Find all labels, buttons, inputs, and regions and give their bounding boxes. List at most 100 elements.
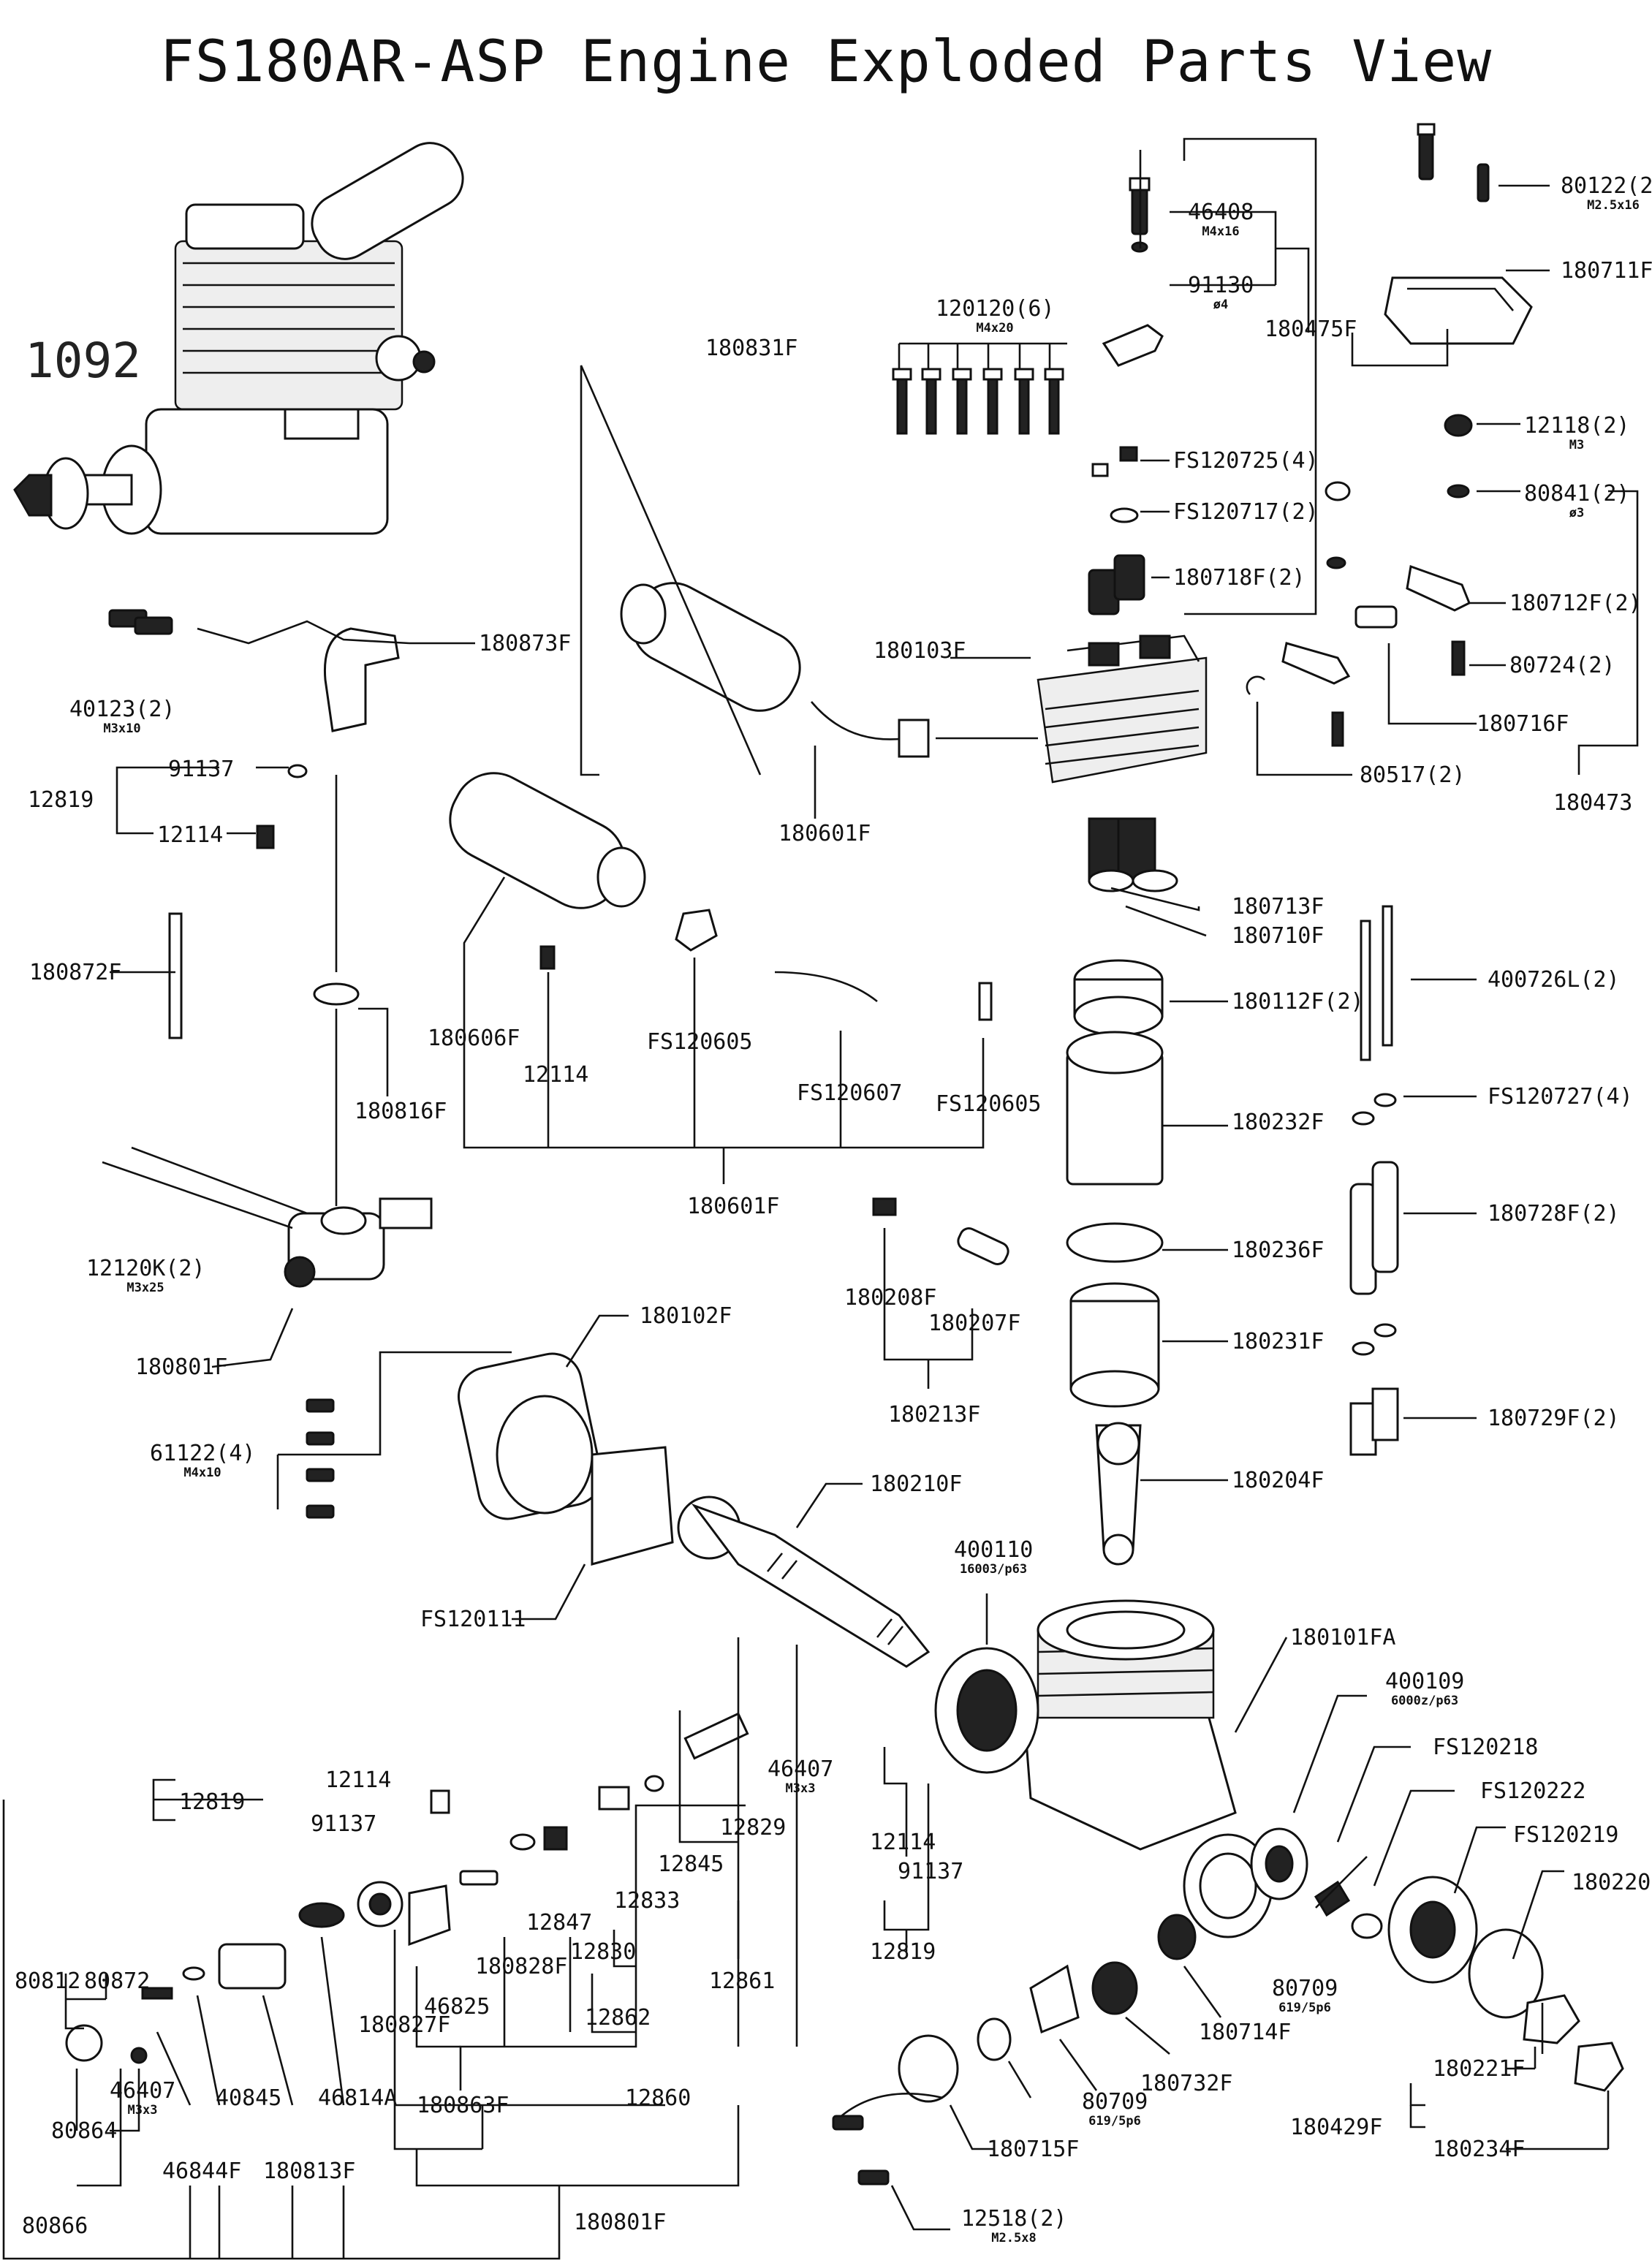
part-label-46814a: 46814A [318, 2085, 397, 2111]
part-label-12114b: 12114 [523, 1062, 588, 1088]
part-label-46844f: 46844F [162, 2158, 241, 2184]
part-label-40123: 40123(2) [69, 697, 175, 722]
part-label-180231f: 180231F [1232, 1329, 1324, 1354]
part-label-180101fa: 180101FA [1290, 1625, 1396, 1650]
part-label-fs120111: FS120111 [420, 1607, 526, 1632]
part-label-46407b: 46407 [110, 2078, 175, 2104]
part-spec-80709a: 619/5p6 [1278, 2001, 1331, 2015]
part-spec-12118: M3 [1569, 438, 1584, 452]
part-label-12120k: 12120K(2) [86, 1256, 205, 1281]
part-label-180831f: 180831F [705, 336, 797, 361]
part-label-180601fa: 180601F [778, 821, 871, 846]
part-label-180813f: 180813F [263, 2158, 355, 2184]
part-label-180213f: 180213F [888, 1402, 980, 1428]
part-label-61122: 61122(4) [150, 1441, 256, 1466]
part-label-180828f: 180828F [475, 1954, 567, 1979]
model-number: 1092 [25, 333, 141, 389]
part-label-fs120222: FS120222 [1480, 1778, 1586, 1804]
part-spec-400110: 16003/p63 [960, 1562, 1027, 1577]
part-label-180606f: 180606F [428, 1026, 520, 1051]
engine-illustration [13, 142, 464, 535]
part-label-180236f: 180236F [1232, 1237, 1324, 1263]
part-label-80709b: 80709 [1082, 2089, 1148, 2115]
part-label-180208f: 180208F [844, 1285, 936, 1311]
part-label-400726l: 400726L(2) [1488, 967, 1620, 993]
part-label-12518: 12518(2) [961, 2206, 1067, 2232]
part-label-12861: 12861 [709, 1968, 775, 1994]
part-label-12118: 12118(2) [1524, 413, 1630, 439]
part-label-180827f: 180827F [358, 2012, 450, 2038]
part-label-fs120605a: FS120605 [647, 1029, 753, 1055]
part-spec-61122: M4x10 [183, 1466, 221, 1480]
part-label-91130: 91130 [1188, 273, 1254, 298]
part-label-180718f: 180718F(2) [1173, 565, 1306, 591]
part-label-180204f: 180204F [1232, 1468, 1324, 1493]
part-label-180711f: 180711F [1561, 258, 1652, 284]
rocker-arm-assembly [1246, 414, 1473, 747]
part-label-180102f: 180102F [640, 1303, 732, 1329]
part-label-fs120727: FS120727(4) [1488, 1084, 1633, 1110]
part-label-120120: 120120(6) [936, 296, 1055, 322]
part-label-12847: 12847 [526, 1910, 592, 1936]
part-label-180728f: 180728F(2) [1488, 1201, 1620, 1227]
part-label-180103f: 180103F [874, 638, 966, 664]
part-label-fs120605b: FS120605 [936, 1091, 1042, 1117]
part-label-91137b: 91137 [311, 1811, 376, 1837]
part-labels: 46408M4x1691130ø4180475F80122(2)M2.5x161… [15, 173, 1652, 2245]
leader-lines [2, 137, 1639, 2260]
part-label-46407a: 46407 [768, 1756, 833, 1782]
part-spec-91130: ø4 [1213, 297, 1228, 312]
carburetor [102, 1146, 433, 1288]
part-label-180601fb: 180601F [687, 1194, 779, 1219]
part-label-fs120218: FS120218 [1433, 1735, 1539, 1760]
part-label-46408: 46408 [1188, 200, 1254, 225]
part-label-80709a: 80709 [1272, 1976, 1338, 2001]
part-label-180221f: 180221F [1433, 2056, 1525, 2082]
part-label-180234f: 180234F [1433, 2137, 1525, 2162]
part-label-180863f: 180863F [417, 2093, 509, 2118]
part-label-91137c: 91137 [898, 1859, 963, 1884]
part-label-180716f: 180716F [1477, 711, 1569, 737]
part-label-40845: 40845 [216, 2085, 281, 2111]
part-label-180429f: 180429F [1290, 2115, 1382, 2140]
part-label-180801fb: 180801F [574, 2210, 666, 2235]
part-label-91137a: 91137 [168, 757, 234, 782]
part-label-12819b: 12819 [179, 1789, 245, 1815]
part-label-80812: 80812 [15, 1968, 80, 1994]
pushrods [1349, 905, 1399, 1456]
part-spec-80841: ø3 [1569, 506, 1584, 520]
part-label-180729f: 180729F(2) [1488, 1406, 1620, 1431]
crankshaft [677, 1496, 931, 1668]
part-label-12845: 12845 [658, 1851, 724, 1877]
part-spec-12120k: M3x25 [126, 1281, 164, 1295]
part-label-fs120607: FS120607 [797, 1080, 903, 1106]
part-label-80841: 80841(2) [1524, 481, 1630, 507]
part-label-180713f: 180713F [1232, 894, 1324, 920]
muffler-bottom [449, 772, 993, 1021]
part-label-400110: 400110 [954, 1537, 1033, 1563]
part-label-80122: 80122(2) [1561, 173, 1652, 199]
part-spec-80709b: 619/5p6 [1088, 2114, 1141, 2129]
part-spec-40123: M3x10 [103, 721, 140, 736]
part-label-12830: 12830 [570, 1939, 636, 1965]
part-label-180732f: 180732F [1140, 2071, 1232, 2096]
part-label-fs120725: FS120725(4) [1173, 448, 1319, 474]
part-label-12114c: 12114 [325, 1767, 391, 1793]
part-label-fs120717: FS120717(2) [1173, 499, 1319, 525]
part-label-400109: 400109 [1385, 1669, 1464, 1694]
rocker-cover-parts [892, 123, 1533, 615]
part-spec-46408: M4x16 [1202, 224, 1239, 239]
part-label-12114a: 12114 [157, 822, 223, 848]
part-label-180207f: 180207F [928, 1311, 1020, 1336]
crankcase [934, 1599, 1273, 1938]
part-label-180801fa: 180801F [135, 1354, 227, 1380]
part-label-180112f: 180112F(2) [1232, 989, 1364, 1015]
part-spec-400109: 6000z/p63 [1391, 1694, 1458, 1708]
part-label-180872f: 180872F [29, 960, 121, 985]
part-spec-80122: M2.5x16 [1587, 198, 1640, 213]
part-label-12819c: 12819 [870, 1939, 936, 1965]
diagram-title: FS180AR-ASP Engine Exploded Parts View [159, 29, 1493, 95]
part-label-12114d: 12114 [870, 1830, 936, 1855]
part-spec-46407a: M3x3 [786, 1781, 816, 1796]
